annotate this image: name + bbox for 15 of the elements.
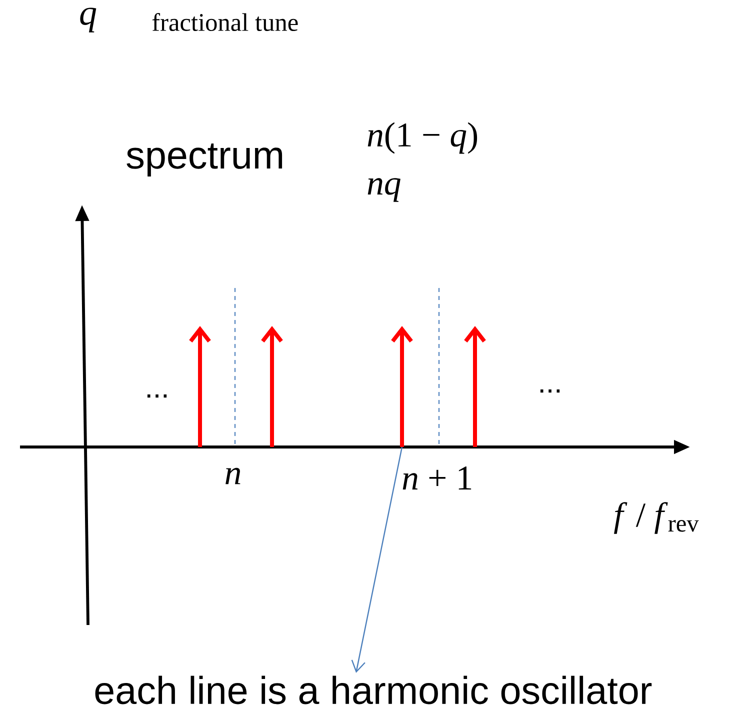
spectral-line-arrow — [464, 326, 486, 447]
symbol-label: q — [80, 8, 96, 32]
caption-text: each line is a harmonic oscillator — [95, 676, 652, 704]
tick-label: n + 1 — [402, 466, 472, 490]
formula-label: nq — [368, 178, 400, 202]
heading: spectrum — [126, 144, 282, 177]
axis-label: f / f$_{rev}$ — [614, 502, 699, 534]
tick-label: n — [226, 468, 240, 484]
spectral-line-arrow — [261, 326, 283, 447]
leader-arrow — [351, 446, 403, 673]
spectral-line-arrow — [189, 326, 211, 447]
ellipsis: ... — [540, 389, 560, 393]
spectral-line-arrow — [391, 326, 413, 447]
description-label: fractional tune — [152, 12, 298, 32]
formula-label: n(1 − q) — [368, 122, 478, 154]
